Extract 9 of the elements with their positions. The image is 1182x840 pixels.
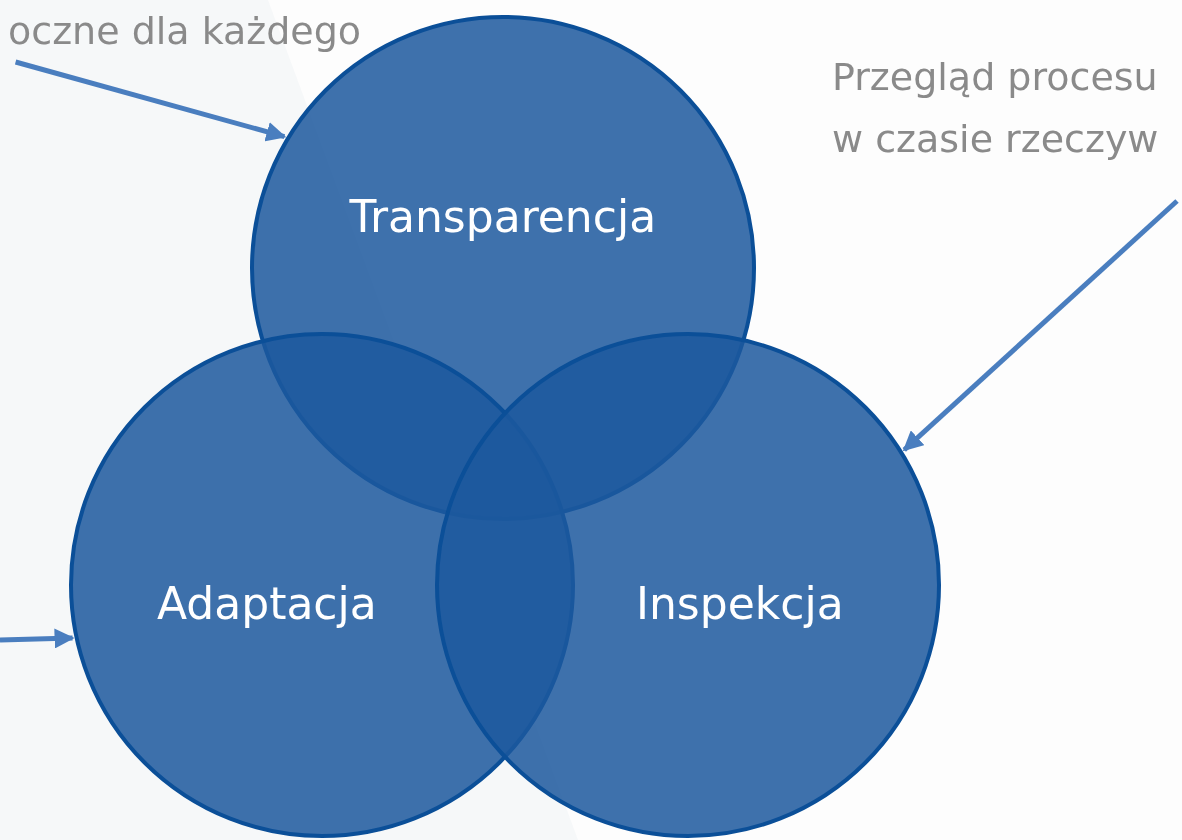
- annotation-text: Przegląd procesu w czasie rzeczyw: [832, 46, 1177, 170]
- arrow: [902, 199, 1179, 452]
- venn-circle: [435, 332, 941, 838]
- arrow: [14, 59, 287, 142]
- annotation-text: oczne dla każdego: [8, 0, 388, 62]
- circle-label: Adaptacja: [157, 577, 377, 629]
- arrow: [0, 628, 75, 649]
- circle-label: Transparencja: [349, 190, 657, 242]
- circle-label: Inspekcja: [636, 577, 844, 629]
